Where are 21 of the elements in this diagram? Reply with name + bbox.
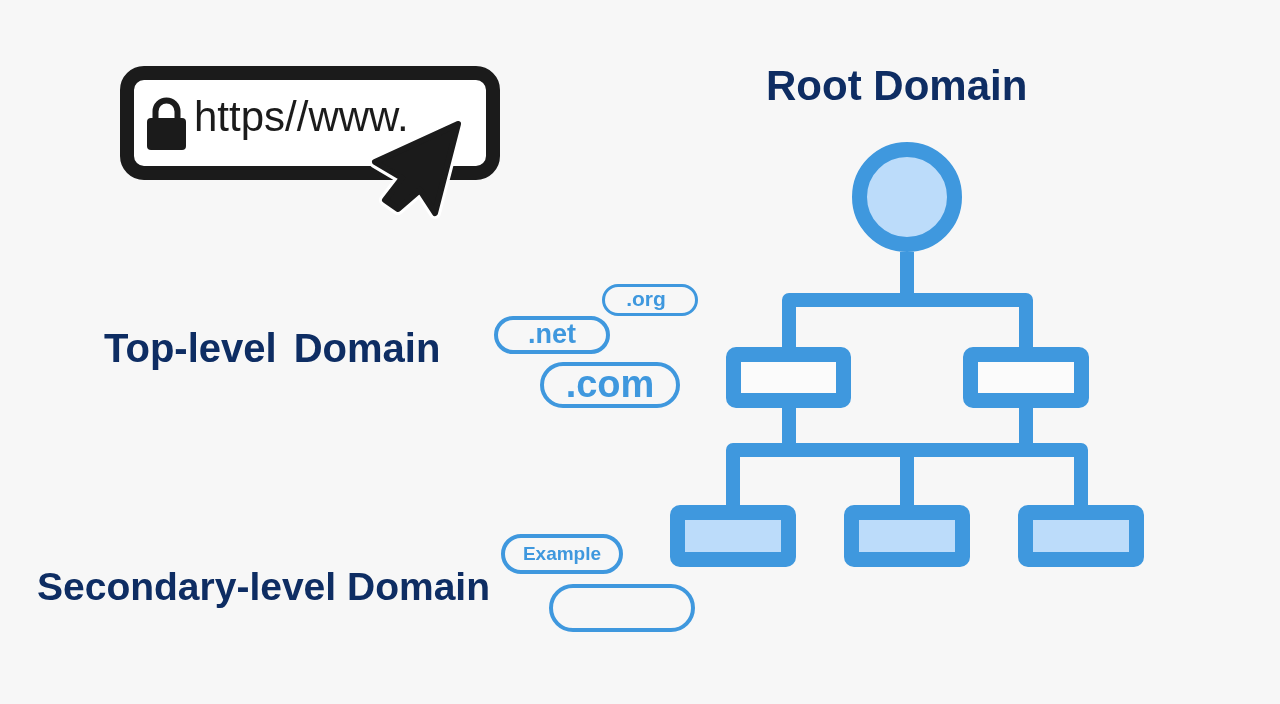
tree-box bbox=[1018, 505, 1144, 567]
tree-box bbox=[844, 505, 970, 567]
domain-pill: .com bbox=[540, 362, 680, 408]
tree-box bbox=[963, 347, 1089, 408]
connector-line bbox=[1026, 443, 1088, 505]
tree-box bbox=[670, 505, 796, 567]
domain-pill: Example bbox=[501, 534, 623, 574]
tree-box bbox=[726, 347, 851, 408]
level-label: Secondary-level Domain bbox=[37, 567, 490, 606]
domain-pill: .net bbox=[494, 316, 610, 354]
domain-pill bbox=[549, 584, 695, 632]
connector-line bbox=[907, 293, 1033, 347]
url-text: https//www. bbox=[194, 96, 409, 138]
connector-line bbox=[726, 443, 789, 505]
connector-line bbox=[782, 408, 796, 443]
level-label: Top-level Domain bbox=[104, 328, 441, 368]
domain-pill: .org bbox=[602, 284, 698, 316]
connector-line bbox=[782, 293, 907, 347]
level-label: Root Domain bbox=[766, 65, 1028, 107]
connector-line bbox=[789, 443, 907, 457]
connector-line bbox=[900, 252, 914, 293]
